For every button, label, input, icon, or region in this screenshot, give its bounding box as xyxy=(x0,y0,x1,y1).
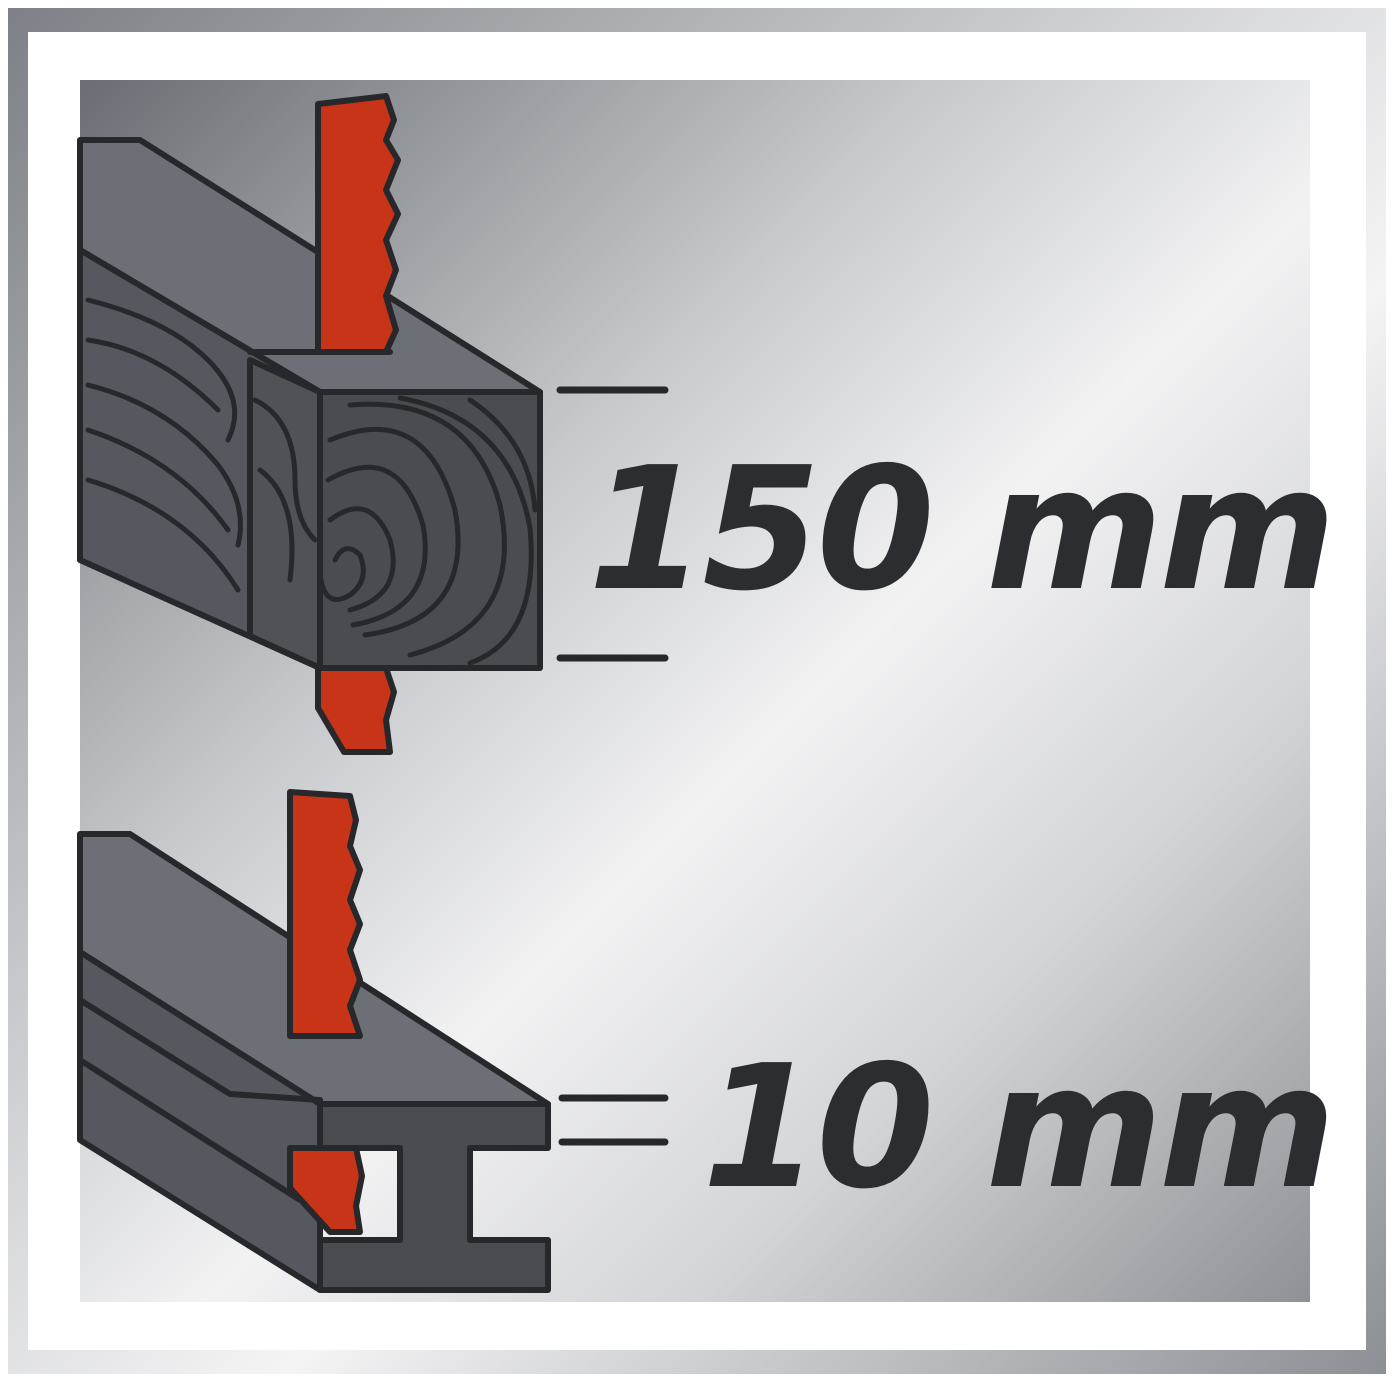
metal-dimension-lines xyxy=(558,1094,669,1146)
metal-end-face xyxy=(317,1101,551,1293)
metal-cut-depth-label: 10 mm xyxy=(702,1029,1332,1227)
metal-profile-cut-icon xyxy=(77,789,551,1293)
metal-blade-top xyxy=(287,789,363,1039)
metal-blade-bottom xyxy=(287,1145,365,1235)
wood-blade-top xyxy=(315,93,401,355)
wood-blade-bottom xyxy=(315,665,397,755)
wood-beam-cut-icon xyxy=(77,93,543,755)
wood-cut-depth-label: 150 mm xyxy=(588,431,1332,629)
wood-dimension-lines xyxy=(556,386,669,662)
